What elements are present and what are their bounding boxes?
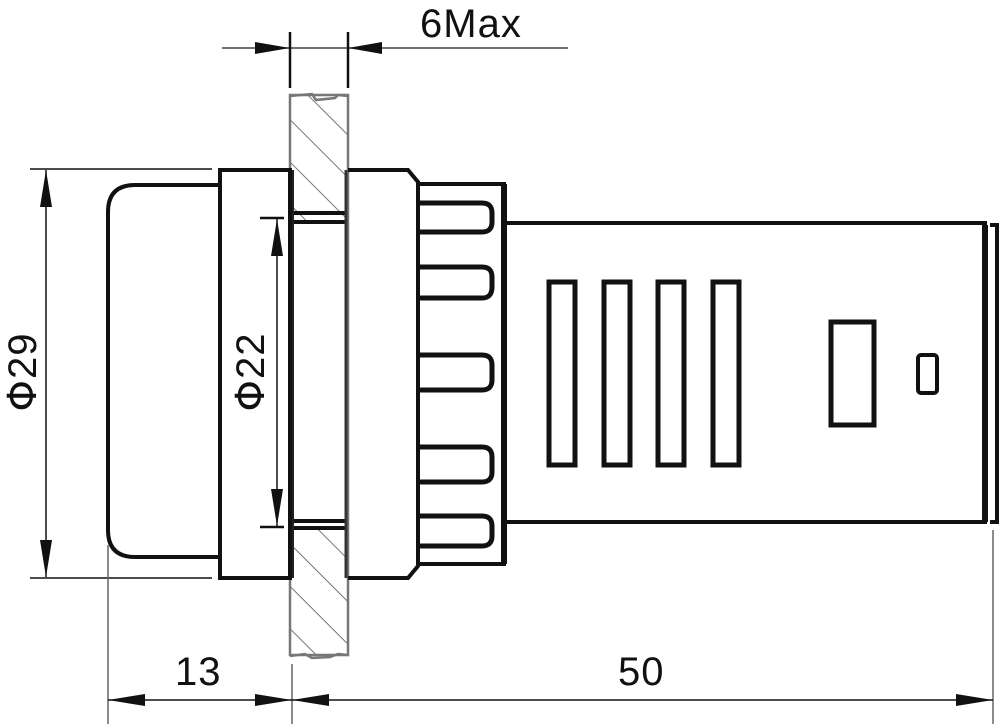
- rear-body: [504, 221, 999, 524]
- rib: [420, 200, 495, 549]
- rear-window-large: [828, 319, 877, 428]
- mounting-panel: [288, 92, 350, 660]
- front-depth-label: 13: [175, 650, 222, 694]
- bezel-diameter-dimension: [30, 168, 212, 579]
- lock-nut: [348, 168, 420, 580]
- vent-slots: [546, 279, 742, 468]
- panel-thickness-label: 6Max: [420, 2, 522, 46]
- diameter-symbol: Φ: [0, 379, 46, 412]
- ribbed-collar: [416, 182, 507, 566]
- bezel-diameter-label: Φ29: [0, 327, 46, 417]
- diameter-symbol: Φ: [228, 379, 274, 412]
- hole-diameter-label: Φ22: [228, 327, 274, 417]
- hole-diameter-dimension: [260, 216, 284, 529]
- rear-window-small: [916, 353, 939, 395]
- hole-diameter-value: 22: [229, 332, 273, 380]
- rear-depth-label: 50: [618, 650, 665, 694]
- bezel-diameter-value: 29: [1, 332, 45, 380]
- panel-thickness-dimension: [222, 32, 568, 88]
- lens-cap: [106, 183, 220, 559]
- depth-dimensions: [107, 530, 994, 724]
- bezel: [218, 168, 292, 580]
